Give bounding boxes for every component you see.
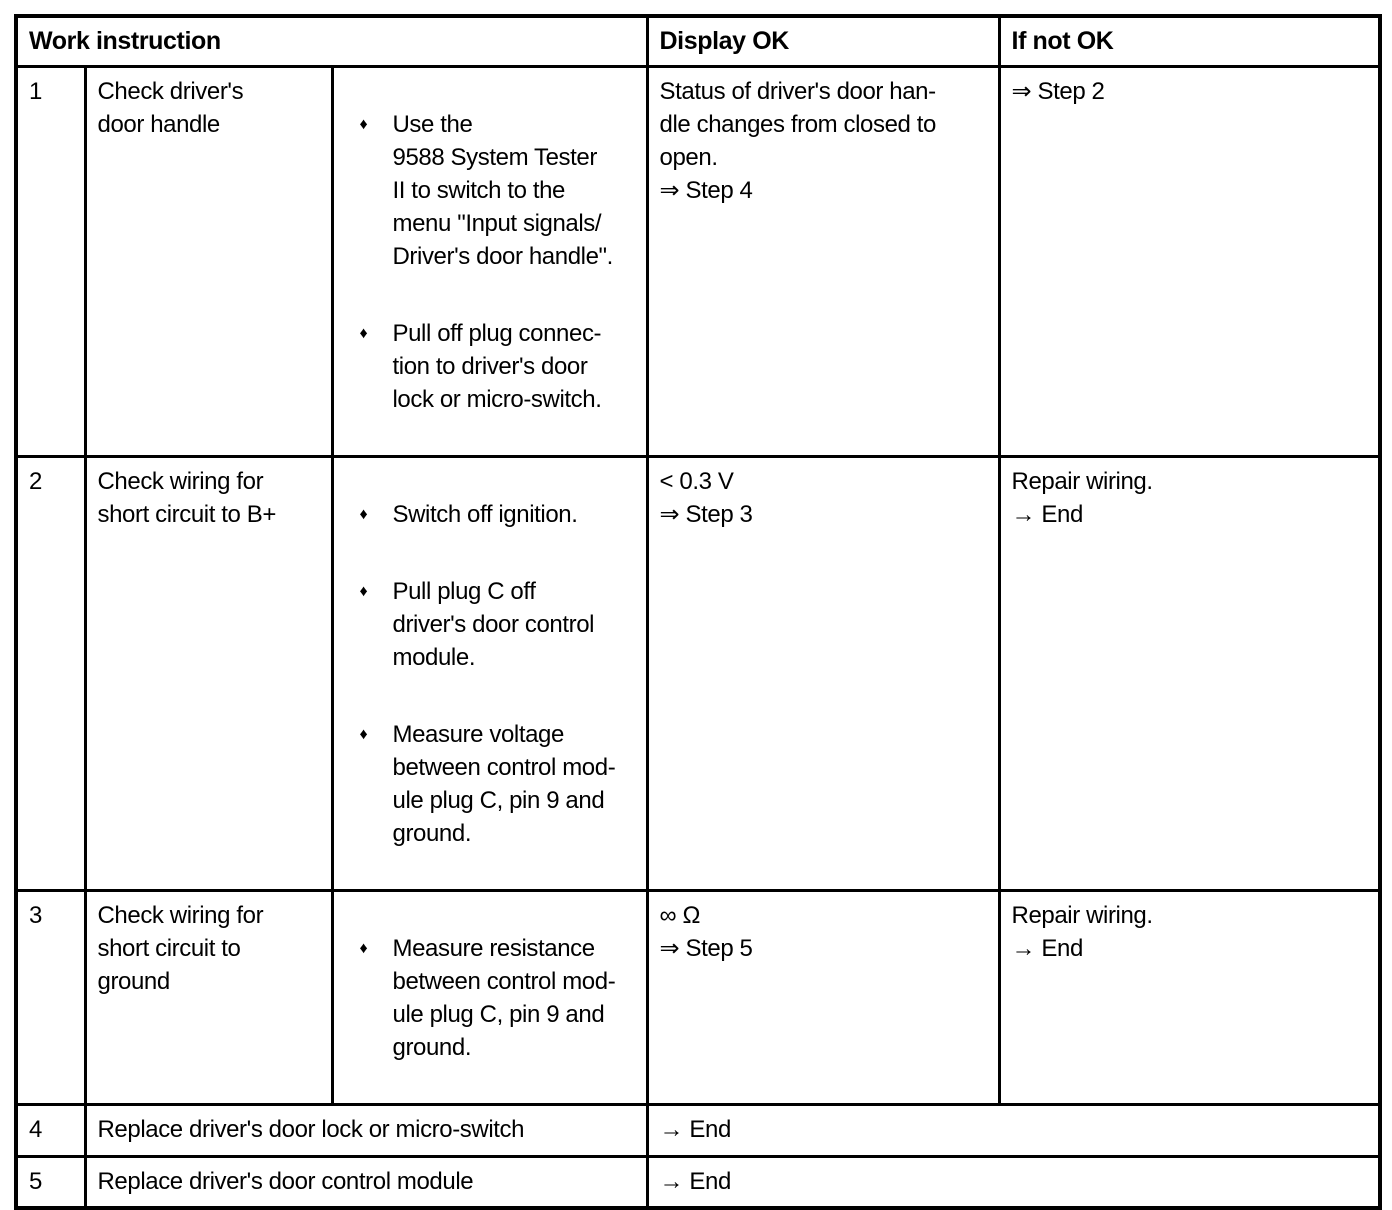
- display-ok-value: Status of driver's door han- dle changes…: [645, 64, 1001, 458]
- diamond-bullet-icon: ♦: [359, 115, 368, 133]
- step-number: 3: [14, 888, 87, 1106]
- header-work-instruction: Work instruction: [14, 14, 649, 68]
- instruction-text: Pull off plug connec- tion to driver's d…: [392, 319, 602, 413]
- display-ok-value: ∞ Ω ⇒ Step 5: [645, 888, 1001, 1106]
- diamond-bullet-icon: ♦: [359, 582, 368, 600]
- instruction-item: ♦ Switch off ignition.: [345, 498, 636, 531]
- header-if-not-ok: If not OK: [997, 14, 1382, 68]
- instruction-list: ♦ Switch off ignition. ♦ Pull plug C off…: [330, 454, 649, 892]
- instruction-text: Use the 9588 System Tester II to switch …: [392, 110, 614, 270]
- replace-action-description: Replace driver's door lock or micro-swit…: [83, 1102, 649, 1158]
- instruction-text: Measure resistance between control mod- …: [392, 934, 616, 1061]
- step-number: 4: [14, 1102, 87, 1158]
- diamond-bullet-icon: ♦: [359, 939, 368, 957]
- if-not-ok-value: Repair wiring. → End: [997, 888, 1382, 1106]
- table-row-step-1: 1 Check driver's door handle ♦ Use the 9…: [14, 64, 1382, 458]
- instruction-text: Pull plug C off driver's door control mo…: [392, 577, 595, 671]
- instruction-item: ♦ Pull plug C off driver's door control …: [345, 575, 636, 674]
- diagnostic-work-instruction-table: Work instruction Display OK If not OK 1 …: [14, 14, 1383, 1210]
- diamond-bullet-icon: ♦: [359, 324, 368, 342]
- display-ok-value: < 0.3 V ⇒ Step 3: [645, 454, 1001, 892]
- if-not-ok-value: Repair wiring. → End: [997, 454, 1382, 892]
- check-description: Check driver's door handle: [83, 64, 334, 458]
- table-row-step-3: 3 Check wiring for short circuit to grou…: [14, 888, 1382, 1106]
- table-header-row: Work instruction Display OK If not OK: [14, 14, 1382, 68]
- result-value: → End: [645, 1102, 1382, 1158]
- instruction-list: ♦ Use the 9588 System Tester II to switc…: [330, 64, 649, 458]
- instruction-item: ♦ Measure resistance between control mod…: [345, 932, 636, 1064]
- step-number: 5: [14, 1154, 87, 1210]
- instruction-item: ♦ Pull off plug connec- tion to driver's…: [345, 317, 636, 416]
- instruction-item: ♦ Measure voltage between control mod- u…: [345, 718, 636, 850]
- header-display-ok: Display OK: [645, 14, 1001, 68]
- if-not-ok-value: ⇒ Step 2: [997, 64, 1382, 458]
- replace-action-description: Replace driver's door control module: [83, 1154, 649, 1210]
- check-description: Check wiring for short circuit to B+: [83, 454, 334, 892]
- step-number: 2: [14, 454, 87, 892]
- table-row-step-5: 5 Replace driver's door control module →…: [14, 1154, 1382, 1210]
- result-value: → End: [645, 1154, 1382, 1210]
- check-description: Check wiring for short circuit to ground: [83, 888, 334, 1106]
- table-row-step-2: 2 Check wiring for short circuit to B+ ♦…: [14, 454, 1382, 892]
- instruction-text: Measure voltage between control mod- ule…: [392, 720, 616, 847]
- diamond-bullet-icon: ♦: [359, 505, 368, 523]
- diamond-bullet-icon: ♦: [359, 725, 368, 743]
- step-number: 1: [14, 64, 87, 458]
- instruction-text: Switch off ignition.: [392, 500, 578, 528]
- instruction-item: ♦ Use the 9588 System Tester II to switc…: [345, 108, 636, 273]
- table-row-step-4: 4 Replace driver's door lock or micro-sw…: [14, 1102, 1382, 1158]
- instruction-list: ♦ Measure resistance between control mod…: [330, 888, 649, 1106]
